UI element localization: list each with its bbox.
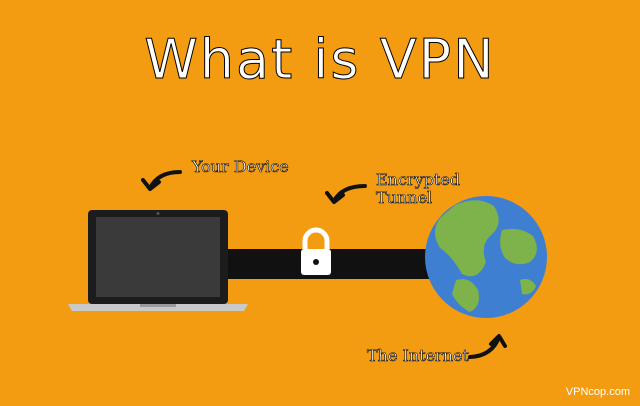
the-internet-label: The Internet (367, 346, 470, 365)
tunnel-bar (222, 249, 442, 279)
brand-watermark: VPNcop.com (565, 386, 630, 398)
encrypted-tunnel-label-line1: Encrypted (376, 170, 461, 189)
globe-icon (425, 196, 547, 318)
curved-arrow-icon (468, 334, 507, 359)
curved-arrow-icon (141, 170, 182, 191)
your-device-label: Your Device (192, 157, 289, 176)
encrypted-tunnel-label-line2: Tunnel (376, 188, 433, 207)
laptop-icon (68, 210, 248, 311)
padlock-icon (301, 227, 331, 275)
page-title: What is VPN (144, 28, 496, 92)
curved-arrow-icon (325, 184, 367, 204)
